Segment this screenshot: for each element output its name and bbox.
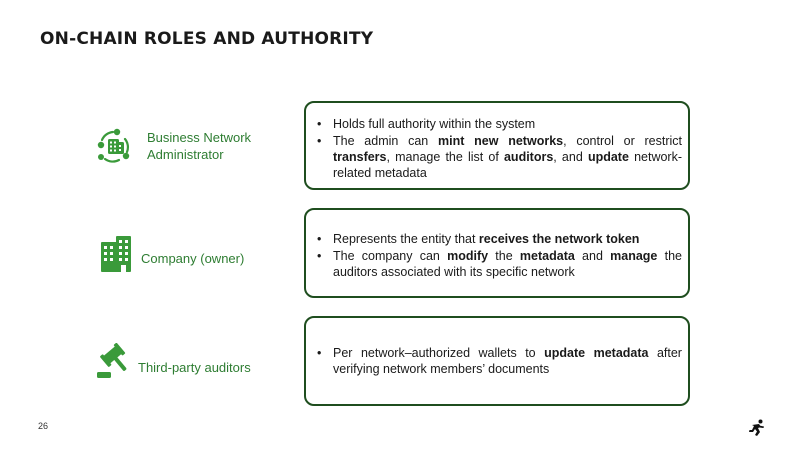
bullet-item: The company can modify the metadata and … bbox=[316, 248, 682, 280]
bold-text: metadata bbox=[519, 249, 575, 263]
text: Per network–authorized wallets to bbox=[333, 346, 545, 360]
runner-logo-icon bbox=[749, 419, 764, 436]
role-label: Company (owner) bbox=[141, 250, 244, 267]
page-number: 26 bbox=[38, 421, 49, 431]
text: the bbox=[488, 249, 520, 263]
bullet-item: Holds full authority within the system bbox=[316, 116, 682, 132]
text: , manage the list of bbox=[386, 150, 504, 164]
role-label-line: Third-party auditors bbox=[138, 359, 251, 375]
network-admin-icon bbox=[97, 128, 130, 163]
text: Holds full authority within the system bbox=[333, 117, 536, 131]
bold-text: manage bbox=[610, 249, 658, 263]
bold-text: update bbox=[587, 150, 629, 164]
bullet-list: Per network–authorized wallets to update… bbox=[316, 345, 682, 377]
role-label: Third-party auditors bbox=[138, 359, 251, 376]
text: and bbox=[574, 249, 611, 263]
role-label-line: Company (owner) bbox=[141, 250, 245, 266]
page-title: ON-CHAIN ROLES AND AUTHORITY bbox=[40, 29, 374, 49]
gavel-icon bbox=[97, 343, 127, 378]
role-description-card: Represents the entity that receives the … bbox=[304, 208, 690, 298]
role-label-line: Administrator bbox=[147, 147, 224, 162]
bold-text: auditors bbox=[503, 150, 554, 164]
text: Represents the entity that bbox=[333, 232, 479, 246]
role-label-line: Business Network bbox=[147, 130, 252, 145]
bullet-list: Represents the entity that receives the … bbox=[316, 231, 682, 280]
bullet-item: Per network–authorized wallets to update… bbox=[316, 345, 682, 377]
text: The company can bbox=[333, 249, 448, 263]
text: , control or restrict bbox=[563, 134, 682, 148]
role-network-administrator: Business Network Administrator bbox=[93, 126, 251, 166]
bold-text: receives the network token bbox=[478, 232, 640, 246]
bullet-item: The admin can mint new networks, control… bbox=[316, 133, 682, 181]
role-label: Business Network Administrator bbox=[147, 129, 251, 163]
bold-text: mint new networks bbox=[438, 134, 564, 148]
role-description-card: Holds full authority within the systemTh… bbox=[304, 101, 690, 190]
company-building-icon bbox=[101, 236, 131, 272]
bold-text: update metadata bbox=[544, 346, 649, 360]
bold-text: transfers bbox=[333, 150, 387, 164]
text: the auditors associated with its specifi… bbox=[333, 249, 682, 279]
role-company-owner: Company (owner) bbox=[101, 236, 244, 272]
role-description-card: Per network–authorized wallets to update… bbox=[304, 316, 690, 406]
text: network-related metadata bbox=[333, 150, 683, 180]
text: , and bbox=[553, 150, 588, 164]
bullet-list: Holds full authority within the systemTh… bbox=[316, 116, 682, 181]
role-third-party-auditors: Third-party auditors bbox=[96, 343, 251, 379]
text: The admin can bbox=[333, 134, 439, 148]
text: after verifying network members’ documen… bbox=[333, 346, 682, 376]
bullet-item: Represents the entity that receives the … bbox=[316, 231, 682, 247]
bold-text: modify bbox=[447, 249, 489, 263]
